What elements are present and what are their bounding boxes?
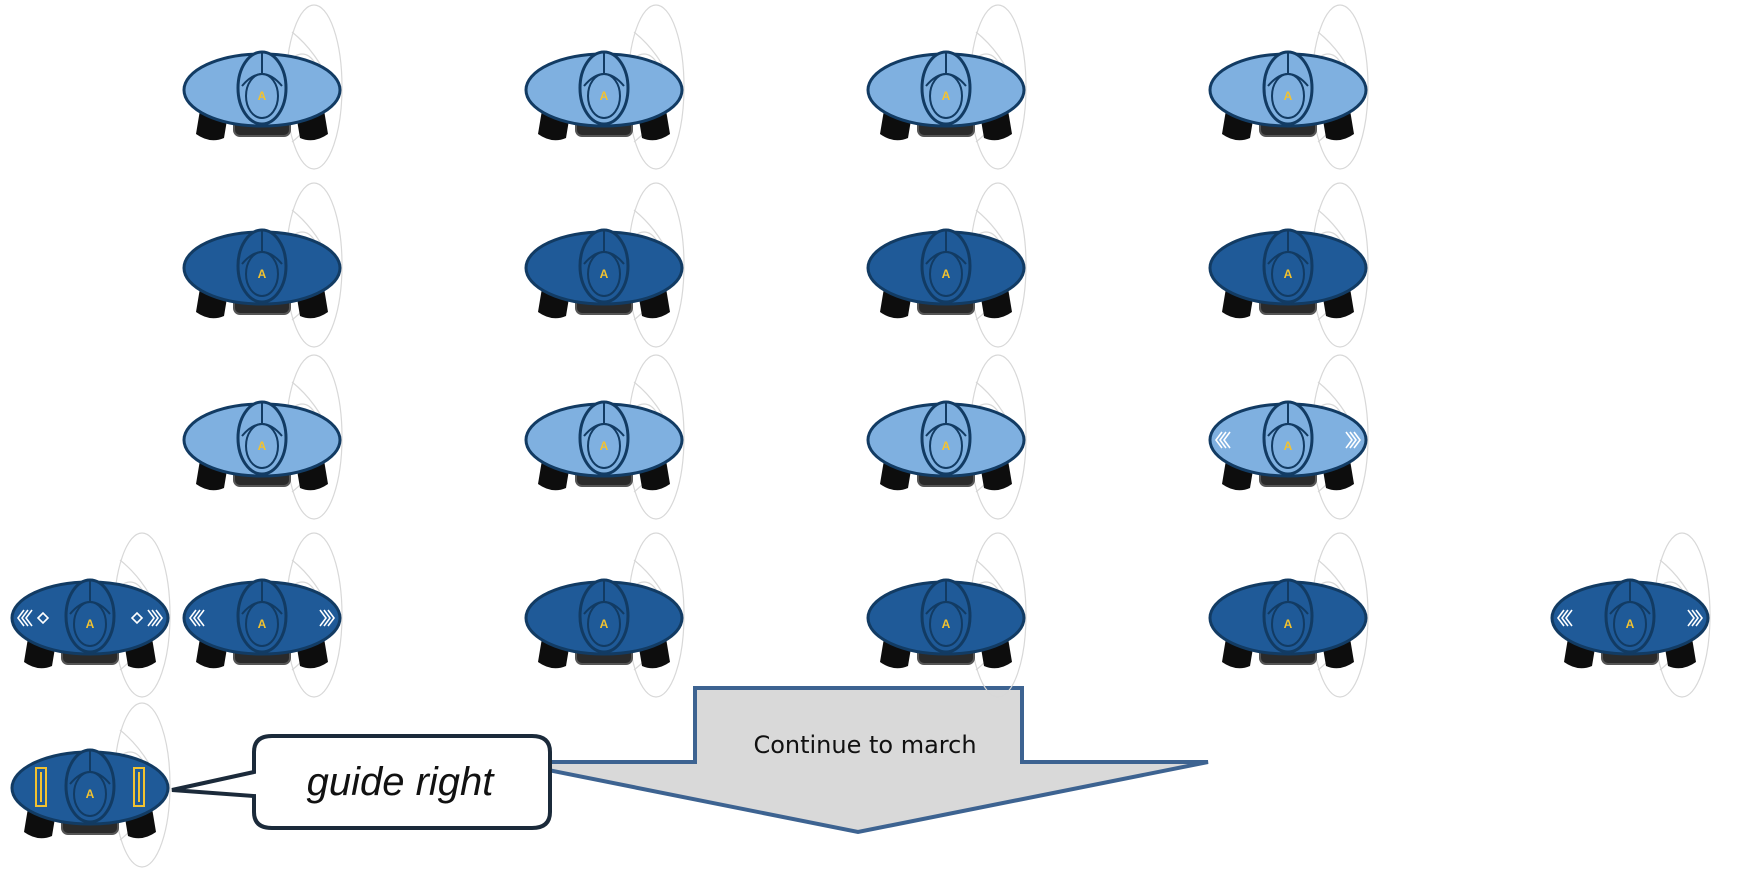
marcher-figure: A	[1208, 354, 1369, 520]
direction-chevrons	[1215, 431, 1361, 449]
marcher-figure: A	[524, 182, 685, 348]
marcher-label: A	[1284, 267, 1293, 281]
marcher-label: A	[258, 439, 267, 453]
marcher-label: A	[258, 89, 267, 103]
guide-bars	[35, 767, 145, 807]
marcher-figure: A	[866, 182, 1027, 348]
marcher-figure: A	[182, 182, 343, 348]
callout-balloon	[171, 734, 552, 830]
marcher-label: A	[1284, 439, 1293, 453]
marcher-label: A	[600, 617, 609, 631]
marcher-label: A	[942, 89, 951, 103]
marcher-figure: A	[866, 354, 1027, 520]
marcher-figure: A	[182, 532, 343, 698]
diamond-icon	[130, 611, 144, 625]
direction-chevrons	[189, 609, 335, 627]
marcher-figure: A	[524, 354, 685, 520]
marcher-figure: A	[1208, 532, 1369, 698]
marcher-figure: A	[1550, 532, 1711, 698]
marcher-label: A	[600, 267, 609, 281]
marcher-label: A	[258, 267, 267, 281]
marcher-figure: A	[1208, 182, 1369, 348]
diamond-icon	[36, 611, 50, 625]
marcher-label: A	[600, 439, 609, 453]
marcher-figure: A	[10, 532, 171, 698]
marcher-figure: A	[524, 532, 685, 698]
marcher-label: A	[1284, 617, 1293, 631]
direction-chevrons	[1557, 609, 1703, 627]
marcher-label: A	[258, 617, 267, 631]
marcher-label: A	[86, 617, 95, 631]
marcher-label: A	[942, 267, 951, 281]
marcher-figure: A	[10, 702, 171, 868]
marcher-figure: A	[1208, 4, 1369, 170]
marcher-figure: A	[524, 4, 685, 170]
marcher-label: A	[1626, 617, 1635, 631]
marcher-figure: A	[182, 4, 343, 170]
marcher-figure: A	[866, 532, 1027, 698]
marcher-label: A	[600, 89, 609, 103]
marcher-label: A	[1284, 89, 1293, 103]
marcher-label: A	[86, 787, 95, 801]
marcher-label: A	[942, 617, 951, 631]
marcher-figure: A	[866, 4, 1027, 170]
direction-chevrons	[17, 609, 163, 627]
down-arrow-shape	[507, 686, 1209, 835]
marcher-figure: A	[182, 354, 343, 520]
marcher-label: A	[942, 439, 951, 453]
